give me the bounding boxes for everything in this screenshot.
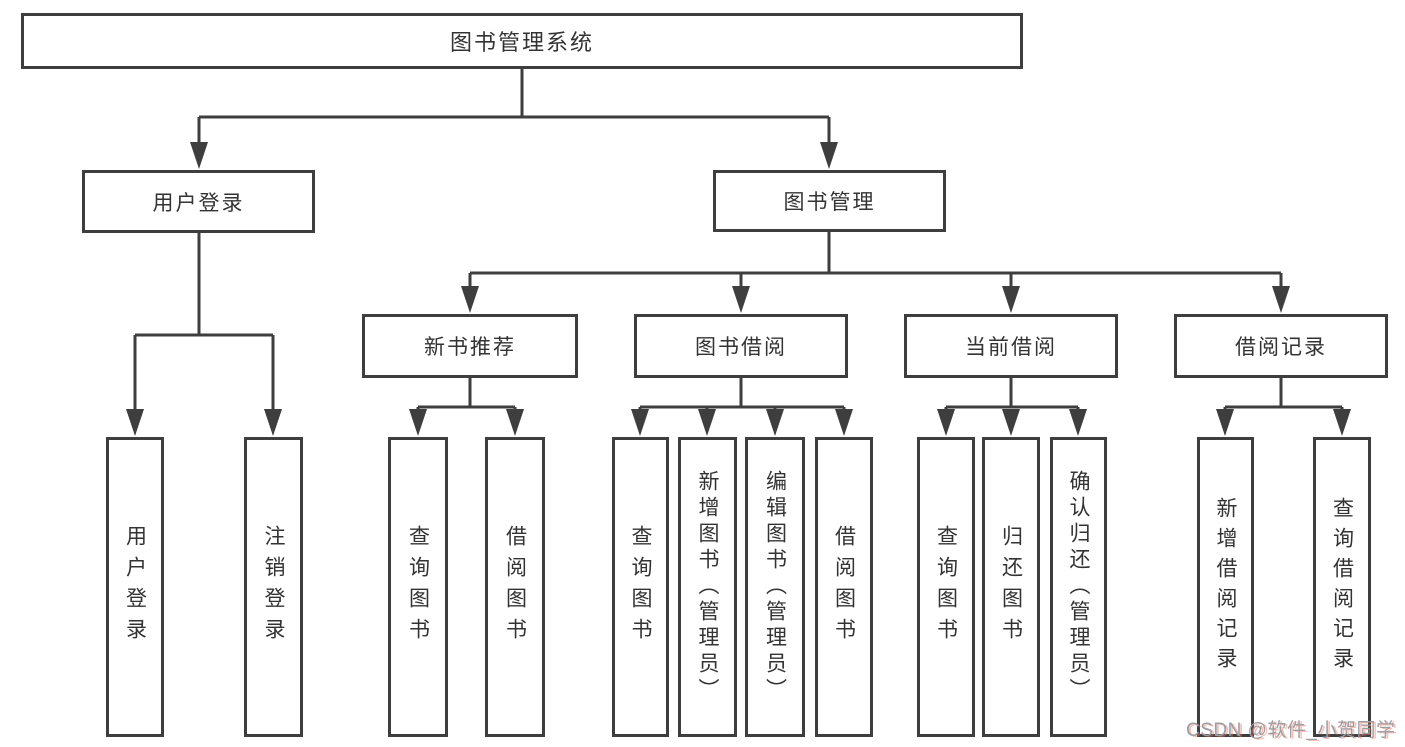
node-label: 新书推荐 (424, 336, 516, 359)
node-label: 新增借阅记录 (1214, 497, 1237, 677)
node-label: 借阅图书 (503, 525, 527, 649)
node-label: 图书管理系统 (449, 30, 594, 55)
node-query-book-current: 查询图书 (917, 437, 975, 737)
node-user-login: 用户登录 (82, 170, 315, 233)
arrowhead (264, 409, 282, 436)
node-new-book-recommend: 新书推荐 (362, 314, 578, 378)
arrowhead (835, 409, 853, 436)
arrowhead (409, 409, 427, 436)
node-label: 编辑图书（管理员） (763, 470, 787, 704)
node-label: 借阅记录 (1235, 336, 1327, 359)
arrowhead (1069, 409, 1087, 436)
node-label: 归还图书 (999, 525, 1023, 649)
node-book-borrow: 图书借阅 (634, 314, 848, 378)
node-label: 查询图书 (629, 525, 652, 649)
connector-borrow-records-children (1216, 378, 1351, 436)
arrowhead (766, 409, 784, 436)
arrowhead (937, 409, 955, 436)
connector-current-borrow-children (937, 378, 1087, 436)
arrowhead (698, 409, 716, 436)
node-label: 查询借阅记录 (1330, 497, 1354, 677)
node-label: 确认归还（管理员） (1067, 470, 1090, 704)
connector-user-login-children (126, 233, 282, 436)
node-user-logout-leaf: 注销登录 (244, 437, 303, 737)
node-current-borrow: 当前借阅 (904, 314, 1118, 378)
arrowhead (126, 409, 144, 436)
arrowhead (1002, 286, 1020, 313)
arrowhead (1002, 409, 1020, 436)
node-label: 当前借阅 (965, 336, 1057, 359)
arrowhead (461, 286, 479, 313)
node-query-book-borrow: 查询图书 (612, 437, 669, 737)
arrowhead (631, 409, 649, 436)
connector-book-management-children (461, 232, 1290, 313)
arrowhead (1216, 409, 1234, 436)
connector-root-to-level2 (190, 69, 838, 169)
node-confirm-return-admin: 确认归还（管理员） (1050, 437, 1107, 737)
node-return-book: 归还图书 (982, 437, 1040, 737)
node-user-login-leaf: 用户登录 (106, 437, 164, 737)
node-book-management: 图书管理 (713, 170, 946, 232)
node-label: 借阅图书 (832, 525, 856, 649)
connector-book-borrow-children (631, 378, 853, 436)
node-label: 图书借阅 (695, 336, 787, 359)
node-edit-book-admin: 编辑图书（管理员） (745, 437, 805, 737)
node-label: 用户登录 (152, 191, 245, 215)
node-label: 查询图书 (934, 525, 958, 649)
node-label: 图书管理 (783, 191, 876, 214)
node-query-borrow-record: 查询借阅记录 (1313, 437, 1371, 737)
arrowhead (732, 286, 750, 313)
node-label: 用户登录 (123, 525, 147, 649)
connector-new-book-children (409, 378, 524, 436)
csdn-watermark: CSDN @软件_小贺同学 (1186, 720, 1396, 741)
node-borrow-records: 借阅记录 (1174, 314, 1388, 378)
arrowhead (1272, 286, 1290, 313)
node-label: 新增图书（管理员） (696, 470, 719, 704)
node-add-book-admin: 新增图书（管理员） (678, 437, 737, 737)
node-borrow-book-leaf: 借阅图书 (815, 437, 873, 737)
arrowhead (506, 409, 524, 436)
arrowhead (190, 142, 208, 169)
node-library-management-system: 图书管理系统 (21, 13, 1023, 69)
node-label: 查询图书 (406, 525, 430, 649)
node-query-book-recommend: 查询图书 (388, 437, 448, 737)
node-borrow-book-recommend: 借阅图书 (485, 437, 545, 737)
arrowhead (1333, 409, 1351, 436)
node-add-borrow-record: 新增借阅记录 (1197, 437, 1254, 737)
arrowhead (820, 142, 838, 169)
node-label: 注销登录 (262, 525, 285, 649)
